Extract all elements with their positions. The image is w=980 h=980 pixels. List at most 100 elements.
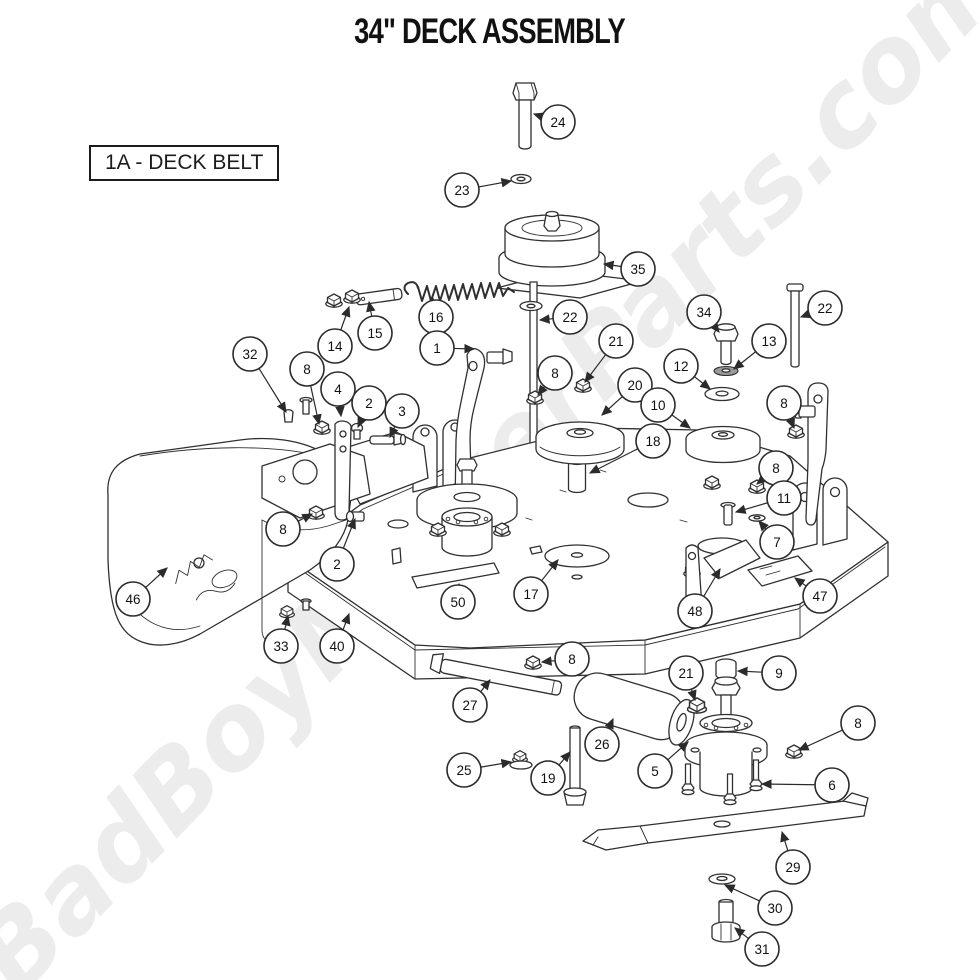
- callout-24: 24: [532, 104, 576, 140]
- baffle-strip-50: [411, 562, 500, 589]
- callout-33: 33: [263, 614, 299, 664]
- svg-text:10: 10: [650, 398, 665, 413]
- deck-belt-label: 1A - DECK BELT: [89, 145, 280, 181]
- callout-2a: 2: [351, 385, 387, 429]
- callout-1: 1: [419, 330, 476, 366]
- callout-20: 20: [601, 367, 653, 416]
- flat-washer-12: [704, 386, 740, 402]
- callout-8e: 8: [265, 511, 314, 547]
- svg-text:6: 6: [828, 778, 836, 793]
- svg-text:1: 1: [433, 341, 441, 356]
- hex-bolt-34: [713, 323, 739, 366]
- callout-21b: 21: [668, 655, 704, 702]
- flange-nut-8a: [313, 420, 331, 435]
- svg-text:3: 3: [398, 404, 406, 419]
- svg-text:18: 18: [645, 434, 660, 449]
- callout-40: 40: [319, 612, 355, 664]
- rivet-32: [283, 396, 313, 423]
- svg-text:8: 8: [551, 366, 559, 381]
- clutch-pulley-35: [498, 210, 606, 287]
- callout-8d: 8: [756, 450, 794, 486]
- washer-23: [510, 173, 532, 185]
- bad-boy-deer-logo: [175, 554, 238, 601]
- callout-25: 25: [446, 752, 513, 788]
- callout-2b: 2: [319, 517, 356, 582]
- deck-pulley-20: [535, 421, 625, 465]
- belleville-washer-13: [713, 365, 739, 377]
- deck-pulley-10: [685, 425, 761, 464]
- callout-15: 15: [357, 300, 393, 351]
- idler-pulley-bearing-assy: [416, 458, 518, 557]
- svg-text:32: 32: [242, 347, 257, 362]
- svg-text:25: 25: [456, 763, 471, 778]
- callout-26: 26: [584, 717, 620, 762]
- svg-text:19: 19: [540, 771, 555, 786]
- support-rod-22-right: [786, 283, 804, 368]
- svg-text:21: 21: [678, 666, 693, 681]
- clevis-pin-15: [355, 287, 403, 306]
- callout-13: 13: [733, 323, 787, 370]
- svg-text:23: 23: [454, 183, 469, 198]
- svg-text:8: 8: [780, 396, 788, 411]
- callout-22a: 22: [538, 299, 588, 335]
- callout-23: 23: [444, 172, 513, 208]
- svg-text:40: 40: [329, 639, 344, 654]
- callout-16: 16: [418, 295, 454, 335]
- callout-27: 27: [452, 679, 491, 723]
- carriage-bolt-2a: [350, 422, 364, 440]
- spindle-assembly-5: [681, 658, 768, 806]
- callout-46: 46: [115, 567, 168, 617]
- svg-text:48: 48: [687, 604, 702, 619]
- callout-8b: 8: [537, 355, 573, 396]
- callout-31: 31: [734, 927, 780, 967]
- svg-text:8: 8: [568, 652, 576, 667]
- skirt-fasteners-33: [279, 598, 312, 619]
- svg-text:22: 22: [817, 301, 832, 316]
- callout-19: 19: [530, 751, 571, 796]
- callout-48: 48: [677, 567, 721, 629]
- blade-bolt-31: [711, 898, 741, 943]
- flange-nut-8c: [787, 424, 805, 439]
- svg-text:11: 11: [777, 491, 791, 506]
- svg-text:22: 22: [562, 310, 577, 325]
- svg-text:35: 35: [630, 262, 645, 277]
- callout-22b: 22: [799, 290, 843, 326]
- extension-spring-16: [403, 281, 515, 302]
- svg-text:9: 9: [775, 666, 783, 681]
- svg-text:50: 50: [450, 595, 465, 610]
- callout-50: 50: [440, 582, 476, 620]
- svg-text:2: 2: [333, 557, 341, 572]
- callout-34: 34: [686, 294, 722, 333]
- svg-text:21: 21: [608, 334, 623, 349]
- svg-text:34: 34: [696, 305, 712, 320]
- svg-text:16: 16: [428, 310, 443, 325]
- svg-text:17: 17: [523, 587, 538, 602]
- washer-7: [748, 514, 766, 522]
- callout-47: 47: [794, 577, 838, 614]
- callout-5: 5: [637, 741, 689, 789]
- callout-18: 18: [588, 423, 671, 474]
- callout-29: 29: [775, 830, 811, 885]
- callout-8c: 8: [766, 385, 802, 430]
- svg-text:46: 46: [125, 592, 140, 607]
- svg-text:12: 12: [673, 359, 688, 374]
- callout-6: 6: [760, 767, 850, 803]
- hex-bolt-19: [563, 725, 587, 806]
- callout-17: 17: [513, 559, 559, 612]
- svg-text:8: 8: [854, 716, 862, 731]
- svg-text:29: 29: [785, 860, 800, 875]
- callout-12: 12: [663, 348, 711, 390]
- svg-text:26: 26: [594, 737, 609, 752]
- callout-10: 10: [640, 387, 691, 429]
- svg-text:8: 8: [279, 522, 287, 537]
- mower-blade-29: [582, 792, 869, 851]
- pivot-bolt-2b: [345, 510, 365, 523]
- callout-8g: 8: [797, 705, 876, 751]
- flat-washer-17: [544, 544, 610, 580]
- svg-text:27: 27: [462, 698, 477, 713]
- nut-washer-25: [509, 750, 533, 770]
- callout-11: 11: [734, 480, 802, 516]
